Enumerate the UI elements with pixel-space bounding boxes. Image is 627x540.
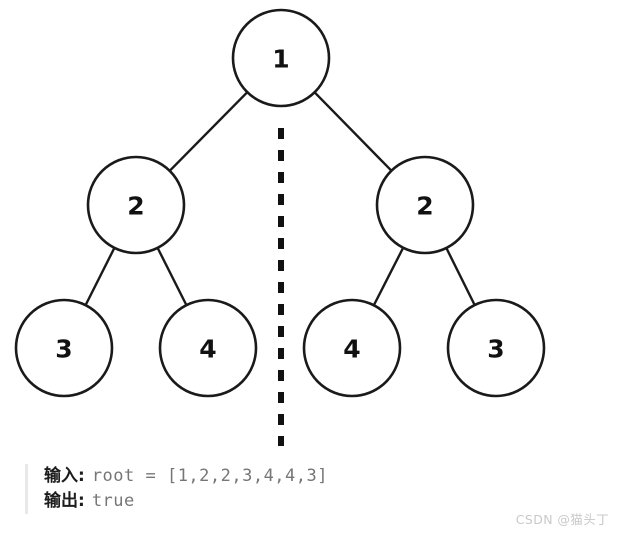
- tree-node: 2: [86, 155, 186, 255]
- caption-row-output: 输出: true: [44, 489, 605, 514]
- binary-tree-diagram: 1 2 2 3 4 4 3: [14, 8, 546, 446]
- tree-node: 2: [375, 155, 475, 255]
- node-value-label: 2: [127, 192, 144, 221]
- node-circle: [158, 298, 258, 398]
- csdn-watermark: CSDN @猫头丁: [515, 512, 609, 527]
- node-value-label: 3: [55, 335, 72, 364]
- input-value: root = [1,2,2,3,4,4,3]: [91, 466, 328, 486]
- node-value-label: 3: [487, 335, 504, 364]
- tree-node: 4: [158, 298, 258, 398]
- tree-nodes: 1 2 2 3 4 4 3: [14, 8, 546, 398]
- caption-row-input: 输入: root = [1,2,2,3,4,4,3]: [44, 464, 605, 489]
- node-circle: [302, 298, 402, 398]
- tree-edge: [84, 246, 116, 307]
- tree-edge: [168, 90, 249, 173]
- node-circle: [86, 155, 186, 255]
- node-value-label: 4: [343, 335, 360, 364]
- tree-node: 3: [446, 298, 546, 398]
- tree-node: 3: [14, 298, 114, 398]
- tree-node: 4: [302, 298, 402, 398]
- node-value-label: 4: [199, 335, 216, 364]
- tree-edge: [313, 91, 393, 172]
- input-label: 输入:: [44, 466, 85, 486]
- node-circle: [14, 298, 114, 398]
- tree-edge: [156, 246, 188, 307]
- node-value-label: 1: [272, 45, 289, 74]
- tree-edge: [445, 246, 476, 307]
- example-caption: 输入: root = [1,2,2,3,4,4,3] 输出: true: [25, 464, 605, 515]
- node-circle: [446, 298, 546, 398]
- tree-edge: [372, 246, 405, 307]
- node-circle: [375, 155, 475, 255]
- node-circle: [231, 8, 331, 108]
- output-label: 输出:: [44, 491, 85, 512]
- tree-edges: [84, 90, 476, 307]
- output-value: true: [91, 491, 135, 512]
- node-value-label: 2: [416, 192, 433, 221]
- tree-node: 1: [231, 8, 331, 108]
